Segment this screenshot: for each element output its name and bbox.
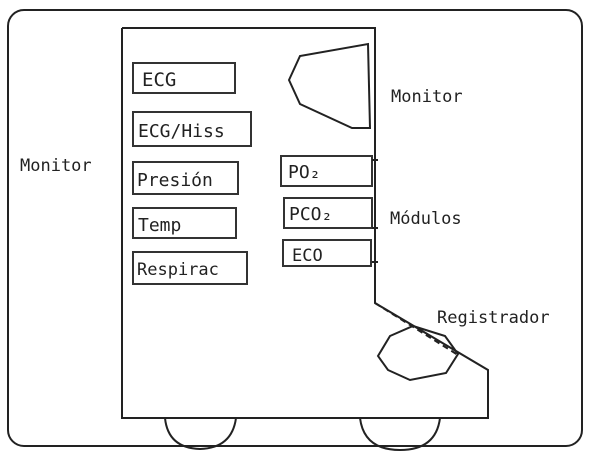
right-module-list: PO₂ PCO₂ ECO: [280, 155, 378, 267]
wheel-right: [359, 417, 441, 452]
label-monitor-left: Monitor: [20, 156, 92, 176]
left-module-list: ECG ECG/Hiss Presión Temp Respirac: [132, 62, 252, 285]
module-eco-label: ECO: [292, 246, 323, 266]
module-eco: ECO: [282, 239, 372, 267]
module-ecg-label: ECG: [142, 69, 176, 91]
module-po2-label: PO₂: [288, 162, 321, 183]
module-presion-label: Presión: [137, 170, 213, 191]
module-respirac-label: Respirac: [137, 260, 219, 280]
label-registrador: Registrador: [437, 308, 550, 328]
module-pco2-label: PCO₂: [289, 204, 332, 225]
registrador-paper-line: [374, 302, 459, 356]
module-ecg-hiss-label: ECG/Hiss: [138, 121, 225, 142]
wheel-left: [164, 417, 237, 451]
module-presion: Presión: [132, 161, 239, 195]
label-modulos: Módulos: [390, 209, 462, 229]
label-monitor-right: Monitor: [391, 87, 463, 107]
registrador-drum: [376, 324, 460, 382]
module-temp: Temp: [132, 207, 237, 239]
module-temp-label: Temp: [138, 215, 181, 236]
module-respirac: Respirac: [132, 251, 248, 285]
module-pco2: PCO₂: [283, 197, 373, 229]
cabinet-body: [121, 27, 489, 419]
module-ecg-hiss: ECG/Hiss: [132, 111, 252, 147]
outer-frame: [7, 9, 583, 447]
module-ecg: ECG: [132, 62, 236, 94]
monitor-screen: [287, 42, 372, 129]
module-po2: PO₂: [280, 155, 373, 187]
